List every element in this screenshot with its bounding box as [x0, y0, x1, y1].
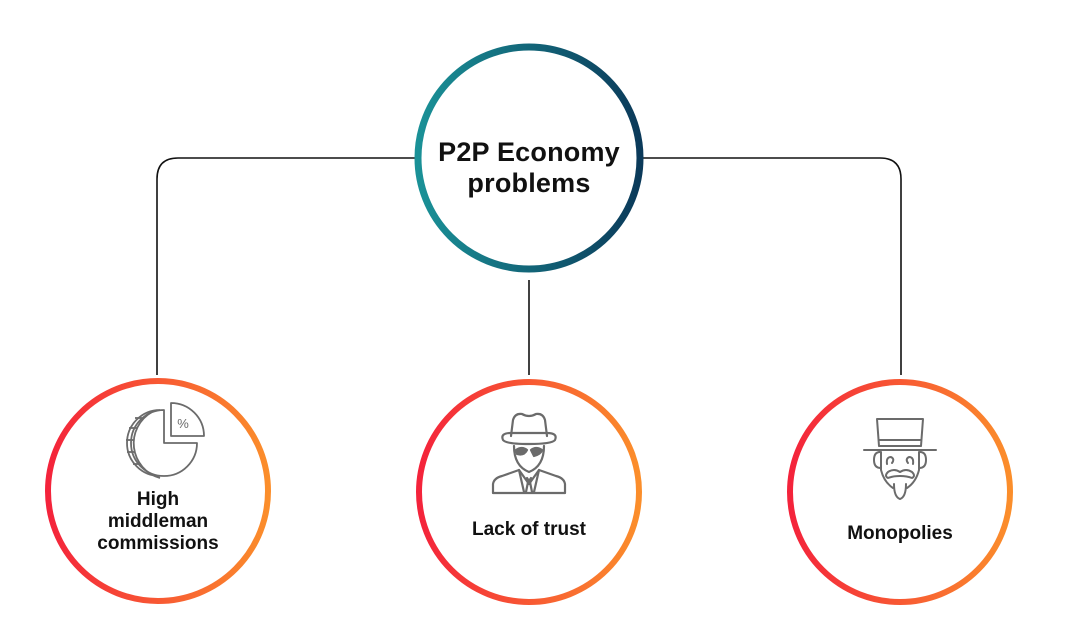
child-node-circle-monopolies	[787, 379, 1013, 605]
root-node-label-line1: P2P Economy	[438, 137, 620, 167]
label-line: High	[136, 489, 180, 510]
label-line: Lack of trust	[471, 519, 587, 540]
child-node-label-commissions: High middleman commissions	[58, 489, 258, 555]
spy-agent-icon	[491, 412, 567, 495]
child-node-label-trust: Lack of trust	[429, 519, 629, 541]
label-line: commissions	[97, 533, 219, 554]
root-node-circle	[414, 43, 644, 273]
root-node-label: P2P Economy problems	[417, 137, 641, 199]
connectors	[156, 157, 902, 375]
connector-left	[156, 157, 417, 375]
child-node-label-monopolies: Monopolies	[800, 523, 1000, 545]
connector-right	[641, 157, 902, 375]
child-node-circle-commissions	[45, 378, 271, 604]
percent-glyph: %	[177, 416, 189, 431]
root-node-label-line2: problems	[467, 168, 591, 198]
label-line: middleman	[107, 511, 209, 532]
pie-chart-percent-icon	[126, 402, 205, 479]
label-line: Monopolies	[847, 523, 953, 544]
top-hat-mustache-man-icon	[863, 418, 937, 500]
